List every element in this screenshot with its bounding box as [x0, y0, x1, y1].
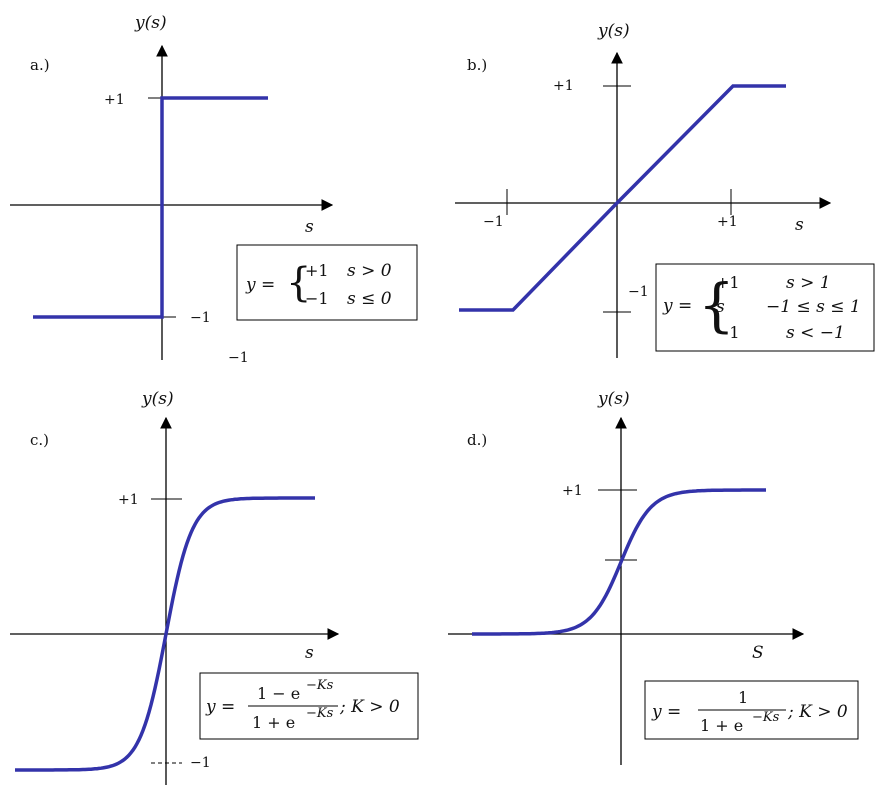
panel-d-label: d.)	[467, 431, 487, 449]
panel-b-equation-box	[655, 263, 875, 352]
panel-d: d.) y(s) S +1 y = 1 1 + e −Ks ; K > 0	[448, 389, 859, 765]
panel-a-case1-value: +1	[305, 261, 329, 280]
panel-c-y-axis-label: y(s)	[141, 389, 174, 409]
panel-b-x-axis-label: s	[795, 215, 804, 235]
panel-a-equation: y = { +1 s > 0 −1 s ≤ 0	[236, 244, 418, 321]
panel-b-case2-cond: −1 ≤ s ≤ 1	[766, 297, 861, 317]
panel-c-equation: y = 1 − e −Ks 1 + e −Ks ; K > 0	[199, 672, 419, 740]
panel-c-x-axis-label: s	[305, 643, 314, 663]
panel-b-case1-cond: s > 1	[786, 273, 831, 293]
panel-c-label: c.)	[30, 431, 49, 449]
panel-b-label: b.)	[467, 56, 487, 74]
panel-b-equation-brace: {	[698, 271, 735, 339]
panel-c-numerator-exponent: −Ks	[306, 678, 334, 693]
panel-a-step-curve	[33, 96, 268, 319]
panel-c-equation-lhs: y =	[205, 697, 235, 717]
panel-b-case1-value: +1	[716, 273, 740, 292]
panel-b-tick-label-x-pos-one: +1	[717, 214, 738, 230]
panel-c-bipolar-sigmoid-curve	[15, 496, 315, 772]
panel-a-case2-cond: s ≤ 0	[347, 289, 392, 309]
panel-c-condition: ; K > 0	[339, 697, 400, 717]
panel-d-denominator-exponent: −Ks	[752, 710, 780, 725]
panel-b-tick-label-x-neg-one: −1	[483, 214, 504, 230]
panel-a-case2-value: −1	[305, 289, 329, 308]
panel-a-equation-brace: {	[286, 260, 311, 306]
panel-a-equation-box	[236, 244, 418, 321]
panel-d-condition: ; K > 0	[787, 702, 848, 722]
panel-a-label: a.)	[30, 56, 50, 74]
panel-d-equation: y = 1 1 + e −Ks ; K > 0	[644, 680, 859, 740]
panel-a-y-axis-label: y(s)	[134, 13, 167, 33]
panel-d-tick-label-pos-one: +1	[562, 483, 583, 499]
panel-b-y-axis-label: y(s)	[597, 21, 630, 41]
panel-c-denominator: 1 + e	[252, 713, 295, 732]
panel-a-tick-label-pos-one: +1	[104, 92, 125, 108]
panel-a-equation-lhs: y =	[245, 275, 275, 295]
panel-d-equation-lhs: y =	[651, 702, 681, 722]
panel-a-stray-tick-label: −1	[228, 350, 249, 366]
panel-a-case1-cond: s > 0	[347, 261, 392, 281]
panel-b-tick-label-neg-one: −1	[628, 284, 649, 300]
panel-b-case3-value: −1	[716, 323, 740, 342]
panel-c-denominator-exponent: −Ks	[306, 706, 334, 721]
panel-b-equation: y = { +1 s > 1 s −1 ≤ s ≤ 1 −1 s < −1	[655, 263, 875, 352]
panel-b-tick-label-pos-one: +1	[553, 78, 574, 94]
panel-d-numerator: 1	[738, 688, 748, 707]
panel-a-tick-label-neg-one: −1	[190, 310, 211, 326]
panel-d-logistic-sigmoid-curve	[472, 488, 766, 636]
panel-a-x-axis-label: s	[305, 217, 314, 237]
panel-b-saturating-linear-curve	[459, 84, 786, 312]
panel-d-denominator: 1 + e	[700, 716, 743, 735]
panel-d-y-axis-label: y(s)	[597, 389, 630, 409]
panel-c-numerator: 1 − e	[257, 684, 300, 703]
panel-c-tick-label-pos-one: +1	[118, 492, 139, 508]
panel-a: a.) y(s) s +1 −1 −1 y = { +1 s > 0 −1 s …	[10, 13, 418, 366]
panel-b-equation-lhs: y =	[662, 296, 692, 316]
panel-b-case2-value: s	[716, 297, 725, 317]
panel-d-x-axis-label: S	[752, 643, 764, 663]
panel-b-case3-cond: s < −1	[786, 323, 845, 343]
panel-b: b.) y(s) s +1 −1 −1 +1 y = { +1 s > 1 s …	[455, 21, 875, 358]
panel-c: c.) y(s) s +1 −1 y = 1 − e −Ks 1 + e −Ks…	[10, 389, 419, 785]
panel-c-tick-label-neg-one: −1	[190, 755, 211, 771]
